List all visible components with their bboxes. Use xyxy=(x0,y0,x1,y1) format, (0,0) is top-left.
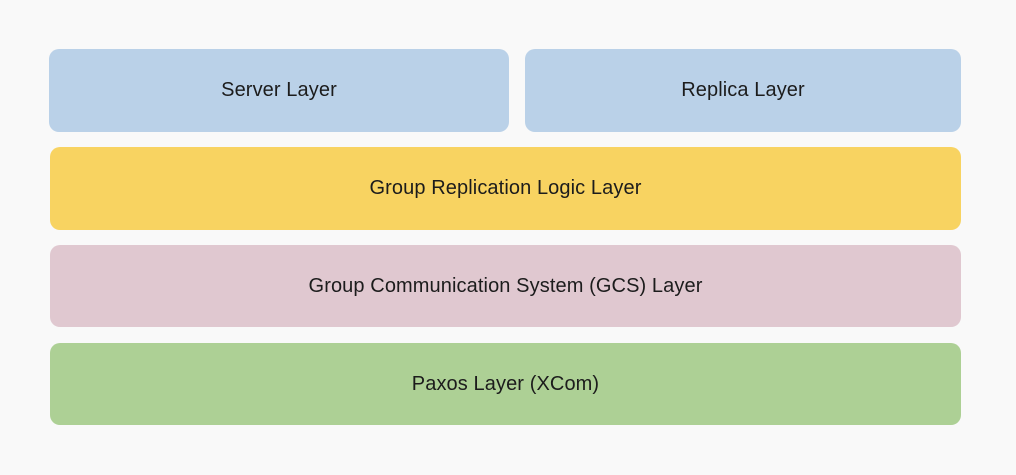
group-replication-logic-layer-box: Group Replication Logic Layer xyxy=(50,147,961,230)
paxos-layer-box: Paxos Layer (XCom) xyxy=(50,343,961,425)
paxos-layer-label: Paxos Layer (XCom) xyxy=(411,372,600,395)
replica-layer-box: Replica Layer xyxy=(525,49,961,132)
server-layer-box: Server Layer xyxy=(49,49,509,132)
server-layer-label: Server Layer xyxy=(221,79,337,101)
replica-layer-label: Replica Layer xyxy=(681,79,805,101)
group-replication-logic-layer-label: Group Replication Logic Layer xyxy=(369,177,642,199)
gcs-layer-label: Group Communication System (GCS) Layer xyxy=(308,274,703,297)
gcs-layer-box: Group Communication System (GCS) Layer xyxy=(50,245,961,327)
